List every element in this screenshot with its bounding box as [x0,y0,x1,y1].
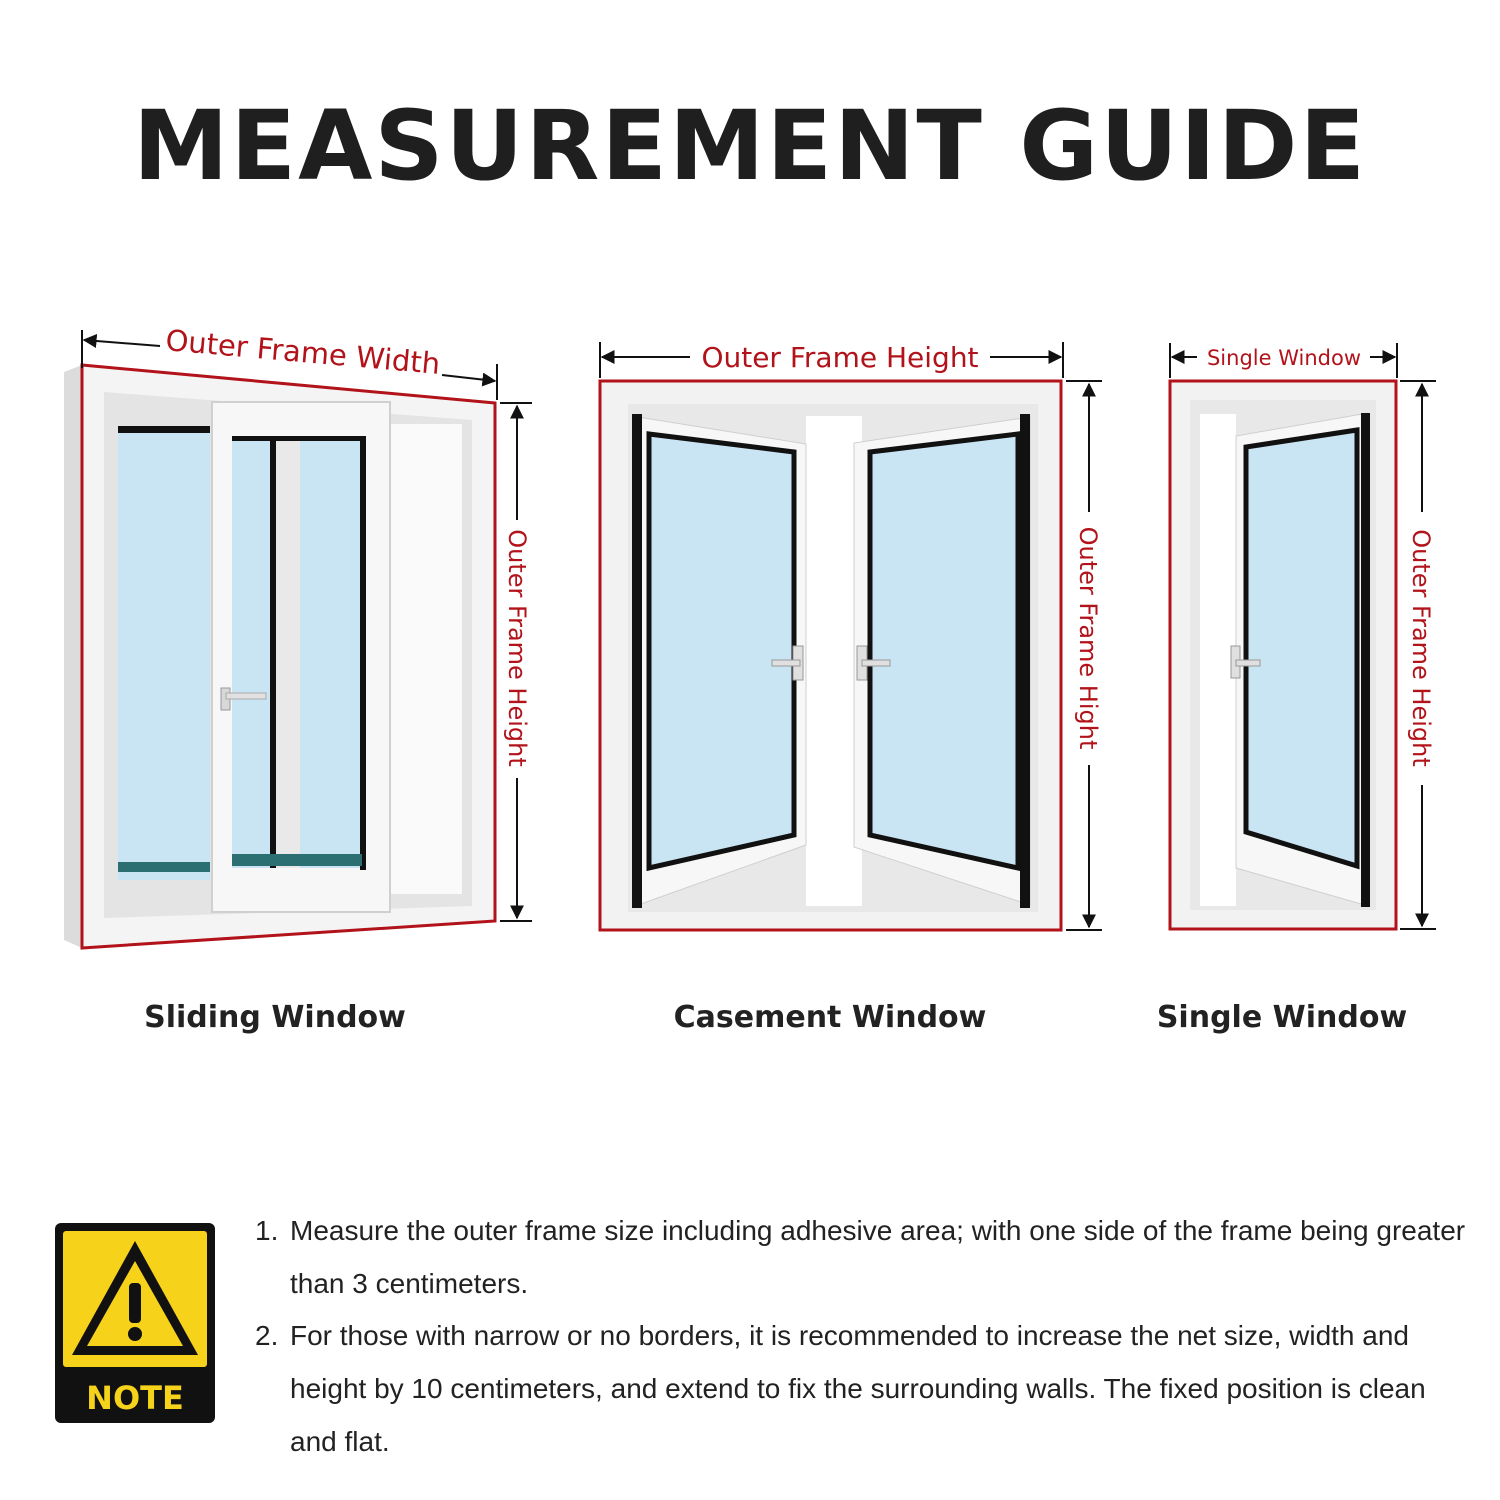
casement-window-illustration [598,379,1063,932]
note-item-1: 1. Measure the outer frame size includin… [255,1205,1470,1310]
single-side-dimension [1400,380,1436,930]
sliding-window-illustration [64,363,497,950]
note-item-number: 2. [255,1320,279,1352]
single-window-illustration [1168,379,1398,931]
window-diagrams: Outer Frame Width Outer Frame Height Out… [64,323,1436,950]
sliding-width-label: Outer Frame Width [164,323,441,381]
caption-casement-window: Casement Window [673,1000,987,1035]
caption-sliding-window: Sliding Window [144,1000,406,1035]
single-side-label: Outer Frame Height [1407,529,1435,767]
note-item-2: 2. For those with narrow or no borders, … [255,1310,1470,1468]
page-title: MEASUREMENT GUIDE [132,90,1368,202]
caption-single-window: Single Window [1156,1000,1408,1035]
casement-side-label: Outer Frame Hight [1074,527,1102,750]
sliding-width-dimension [81,330,498,400]
casement-top-label: Outer Frame Height [701,341,978,374]
note-item-text: Measure the outer frame size including a… [290,1215,1466,1299]
casement-side-dimension [1066,380,1102,931]
single-top-label: Single Window [1207,346,1361,370]
sliding-height-label: Outer Frame Height [503,529,531,767]
single-top-dimension [1169,343,1398,378]
note-item-text: For those with narrow or no borders, it … [290,1320,1426,1457]
note-item-number: 1. [255,1215,279,1246]
warning-note-sign: NOTE [55,1223,215,1423]
sliding-height-dimension [500,402,532,922]
note-badge-label: NOTE [86,1379,184,1417]
casement-top-dimension [599,342,1064,378]
note-list: 1. Measure the outer frame size includin… [255,1205,1470,1469]
